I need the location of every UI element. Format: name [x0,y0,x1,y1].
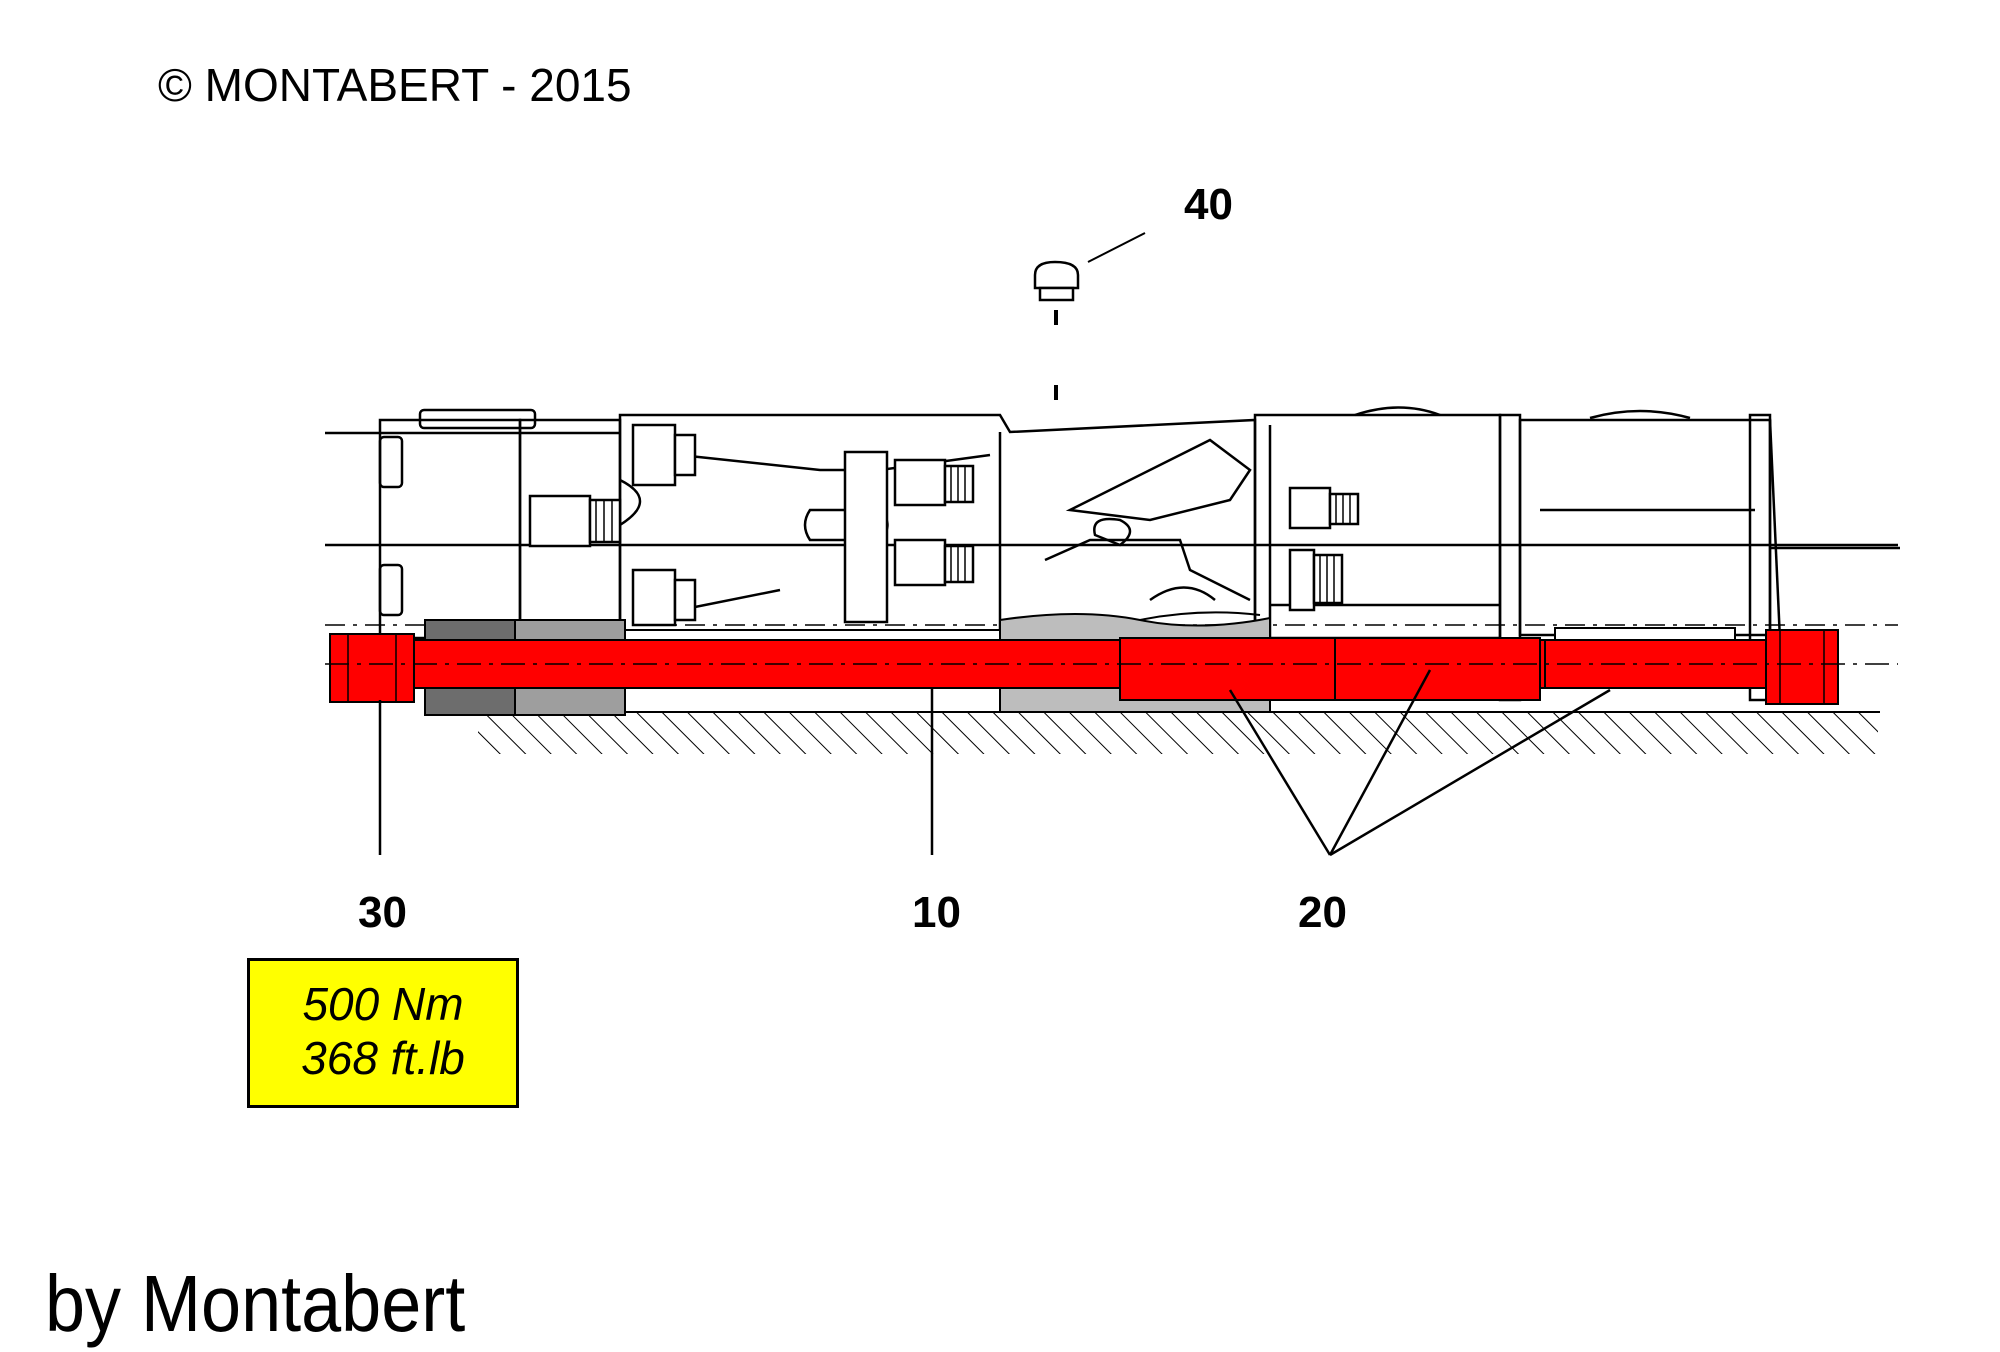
leader-lines [378,669,1611,857]
hatched-section [478,711,1880,754]
callout-30: 30 [358,888,407,937]
tie-rod-highlight [325,629,1898,705]
torque-ftlb: 368 ft.lb [301,1032,465,1084]
plug-40 [1033,232,1146,400]
torque-spec-box: 500 Nm 368 ft.lb [247,958,519,1108]
callout-40: 40 [1184,180,1233,229]
byline: by Montabert [45,1259,466,1348]
callout-20: 20 [1298,888,1347,937]
callout-10: 10 [912,888,961,937]
hose-fittings [528,423,1360,627]
copyright-text: © MONTABERT - 2015 [158,59,632,111]
torque-nm: 500 Nm [302,978,464,1030]
